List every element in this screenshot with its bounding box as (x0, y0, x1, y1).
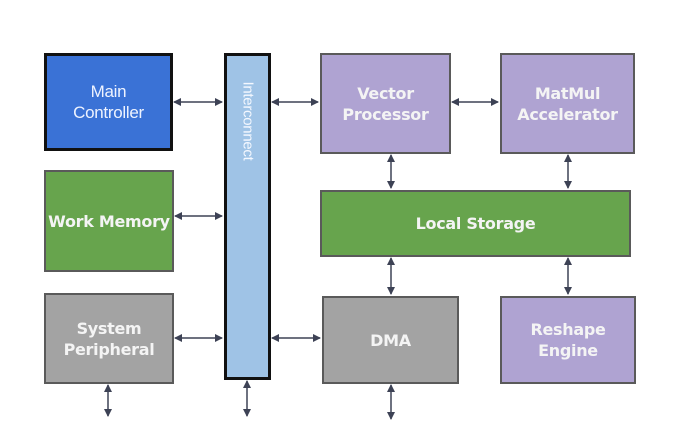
dma-block: DMA (322, 296, 459, 384)
interconnect-block: Interconnect (224, 53, 271, 380)
block-label: DMA (370, 330, 411, 350)
local-storage-block: Local Storage (320, 190, 631, 257)
block-label: Work Memory (48, 211, 170, 231)
block-label: System (76, 318, 142, 338)
block-label: Engine (538, 341, 598, 360)
work-memory-block: Work Memory (44, 170, 174, 272)
block-label: Processor (342, 104, 429, 124)
block-label: Controller (73, 103, 144, 122)
block-label: Peripheral (63, 339, 155, 359)
block-label: Accelerator (517, 104, 618, 124)
block-label: Local Storage (415, 214, 536, 233)
block-label: Main (90, 82, 127, 101)
block-label: Interconnect (239, 81, 256, 161)
block-label: MatMul (534, 83, 601, 103)
block-label: Vector (357, 83, 414, 103)
block-label: Reshape (530, 320, 606, 339)
